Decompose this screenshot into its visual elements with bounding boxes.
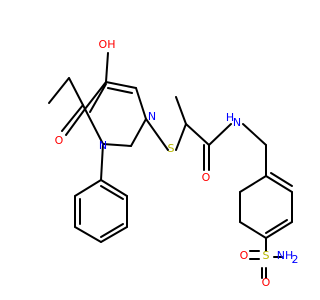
bond-ph-3: [74, 226, 102, 243]
bond-ethyl-1: [48, 77, 70, 104]
bond-ph-6: [100, 179, 128, 197]
label-oh: OH: [99, 38, 116, 51]
bond-oh: [105, 52, 109, 83]
bond-n-aryl: [242, 123, 267, 146]
label-s-sulf: S: [263, 249, 270, 262]
label-n-ring-top: N: [148, 110, 156, 123]
label-o-ring: O: [55, 134, 64, 147]
bond-c-s: [145, 118, 169, 151]
bond-sph-2: [265, 175, 293, 193]
bond-sph-4b: [265, 219, 288, 234]
bond-ring-2b: [107, 87, 133, 94]
bond-ph-6b: [100, 185, 124, 200]
bond-ring-5: [102, 143, 132, 147]
bond-ring-6: [84, 108, 104, 145]
bond-c-n: [208, 123, 232, 146]
bond-sph-5: [239, 221, 267, 239]
bond-ring-6b: [89, 83, 107, 113]
bond-co-2: [61, 104, 84, 132]
bond-sph-7: [239, 175, 267, 193]
label-n-ring: N: [99, 139, 107, 152]
bond-sph-4: [265, 221, 293, 239]
label-o-sulf-left: O: [240, 249, 249, 262]
label-h-amide: H: [226, 111, 234, 124]
bond-ethyl-2: [68, 77, 86, 110]
molecule-diagram: OH O N N S O N H S O O NH 2: [48, 38, 299, 289]
bond-ring-3: [135, 87, 147, 120]
bond-s-ch: [175, 123, 187, 151]
label-nh2-subscript: 2: [292, 253, 299, 266]
label-o-sulf-bottom: O: [262, 276, 271, 289]
bond-n-phenyl: [100, 143, 104, 181]
bond-ring-2: [105, 81, 137, 89]
bond-methyl: [175, 96, 187, 125]
bond-co-1: [65, 108, 86, 136]
bond-ph-1: [74, 179, 102, 197]
label-nh2: NH: [277, 249, 294, 262]
bond-ch-co: [185, 123, 210, 146]
bond-ph-4b: [100, 223, 124, 238]
bond-sph-2b: [270, 172, 293, 187]
label-s-thio: S: [168, 142, 175, 155]
bond-ring-1: [84, 81, 107, 110]
bonds: [48, 52, 293, 279]
bond-ring-4: [130, 118, 147, 147]
bond-ph-4: [100, 226, 128, 243]
atom-labels: OH O N N S O N H S O O NH 2: [55, 38, 299, 289]
molecule-structure: OH O N N S O N H S O O NH 2: [48, 38, 299, 289]
label-n-amide: N: [233, 116, 241, 129]
label-o-amide: O: [202, 171, 211, 184]
